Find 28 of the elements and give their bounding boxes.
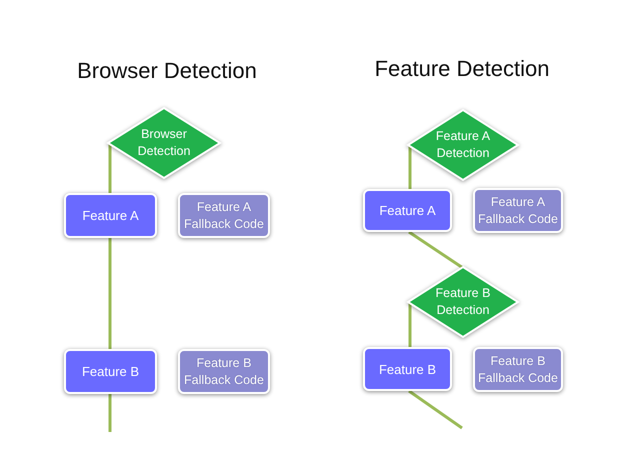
decision-label: Feature A Detection [434,128,492,162]
fallback-label: Feature A Fallback Code [183,198,265,232]
connector-line [408,302,412,347]
feature-box [64,193,157,238]
connector-line [108,143,112,193]
feature-label: Feature B [378,362,436,376]
fallback-label: Feature B Fallback Code [183,354,265,388]
fallback-box [178,349,270,394]
section-heading: Feature Detection [374,56,550,82]
fallback-box [473,188,563,233]
connector-line [408,390,463,430]
feature-box [363,189,452,232]
connector-line [108,394,112,432]
decision-label: Feature B Detection [434,284,492,319]
feature-box [363,347,452,391]
decision-label: Browser Detection [136,126,192,160]
fallback-box [473,347,563,392]
section-heading: Browser Detection [77,58,257,84]
feature-label: Feature A [379,203,436,218]
fallback-box [178,193,270,238]
fallback-label: Feature B Fallback Code [477,352,559,386]
feature-label: Feature B [82,364,140,379]
connector-line [108,238,112,349]
connector-line [408,145,412,189]
feature-box [64,349,157,394]
connector-line [408,230,464,270]
fallback-label: Feature A Fallback Code [477,194,559,228]
feature-label: Feature A [82,208,139,223]
